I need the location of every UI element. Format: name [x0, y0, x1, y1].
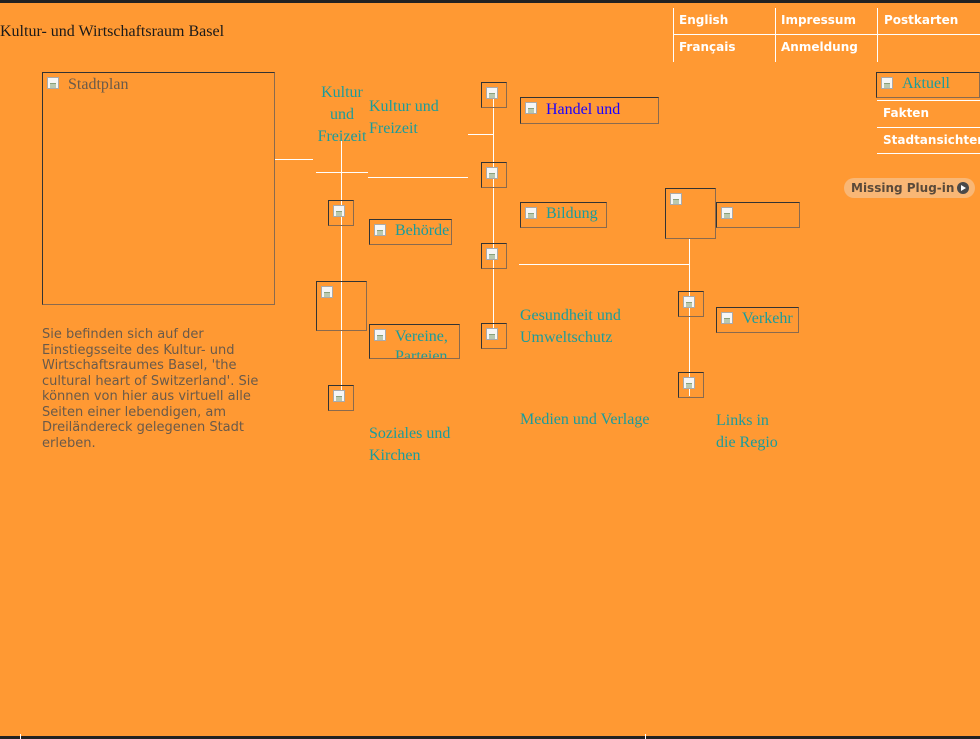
nav-divider-horizontal — [877, 153, 980, 154]
city-map-label: Stadtplan — [68, 76, 129, 93]
broken-image-icon — [374, 224, 386, 236]
connector-line — [316, 172, 368, 173]
connector-line — [368, 177, 468, 178]
nav-image[interactable] — [665, 188, 716, 239]
link-vereine-parteien[interactable]: Vereine, Parteien — [369, 324, 460, 359]
link-fakten[interactable]: Fakten — [883, 106, 929, 120]
link-soziales-kirchen[interactable]: Soziales und Kirchen — [369, 425, 451, 464]
link-handel[interactable]: Handel und — [520, 97, 659, 124]
broken-image-icon — [721, 312, 733, 324]
nav-divider-horizontal — [877, 100, 980, 101]
link-medien-verlage[interactable]: Medien und Verlage — [520, 411, 650, 428]
link-bildung[interactable]: Bildung — [520, 202, 607, 228]
nav-link-impressum[interactable]: Impressum — [781, 13, 856, 27]
nav-image[interactable] — [716, 202, 800, 228]
link-stadtansichten[interactable]: Stadtansichten — [883, 133, 980, 147]
nav-image[interactable] — [481, 323, 507, 349]
link-aktuell-label: Aktuell — [902, 75, 950, 92]
link-gesundheit-umweltschutz[interactable]: Gesundheit und Umweltschutz — [520, 307, 621, 346]
city-map-image[interactable]: Stadtplan — [42, 72, 275, 305]
link-regio[interactable]: Links in die Regio — [716, 412, 778, 451]
broken-image-icon — [486, 328, 498, 340]
broken-image-icon — [721, 207, 733, 219]
link-verkehr[interactable]: Verkehr — [716, 307, 799, 333]
broken-image-icon — [486, 167, 498, 179]
broken-image-icon — [683, 296, 695, 308]
nav-image[interactable] — [678, 372, 704, 398]
link-handel-label: Handel und — [546, 101, 621, 118]
nav-image[interactable] — [678, 291, 704, 317]
link-vereine-label: Vereine, Parteien — [395, 328, 448, 358]
site-title: Kultur- und Wirtschaftsraum Basel — [0, 23, 225, 40]
connector-line — [689, 238, 690, 396]
nav-link-francais[interactable]: Français — [679, 40, 736, 54]
missing-plugin-button[interactable]: Missing Plug-in — [844, 178, 975, 198]
broken-image-icon — [374, 329, 386, 341]
nav-image[interactable] — [328, 200, 354, 226]
kultur-freizeit-alt-text[interactable]: Kultur und Freizeit — [317, 84, 367, 145]
frame-tick — [645, 734, 646, 739]
broken-image-icon — [333, 205, 345, 217]
frame-tick — [20, 734, 21, 739]
connector-line — [341, 140, 342, 402]
nav-divider-horizontal — [877, 127, 980, 128]
broken-image-icon — [321, 286, 333, 298]
broken-image-icon — [525, 102, 537, 114]
missing-plugin-label: Missing Plug-in — [851, 181, 955, 195]
broken-image-icon — [333, 390, 345, 402]
link-kultur-freizeit[interactable]: Kultur und Freizeit — [369, 98, 439, 137]
broken-image-icon — [47, 77, 59, 89]
broken-image-icon — [670, 193, 682, 205]
nav-link-postkarten[interactable]: Postkarten — [884, 13, 959, 27]
nav-divider — [775, 8, 776, 62]
nav-link-anmeldung[interactable]: Anmeldung — [781, 40, 858, 54]
connector-line — [275, 159, 313, 160]
link-bildung-label: Bildung — [546, 205, 598, 222]
nav-image[interactable] — [481, 162, 507, 188]
nav-image[interactable] — [481, 82, 507, 108]
connector-line — [519, 264, 690, 265]
broken-image-icon — [881, 77, 893, 89]
nav-divider — [877, 8, 878, 62]
nav-divider — [673, 8, 674, 62]
window-bottom-border — [0, 734, 980, 739]
broken-image-icon — [525, 207, 537, 219]
arrow-circle-icon — [957, 182, 969, 194]
link-behoerden-label: Behörden — [395, 222, 450, 239]
connector-line — [493, 95, 494, 335]
connector-line — [468, 134, 493, 135]
link-verkehr-label: Verkehr — [742, 310, 793, 327]
nav-image[interactable] — [481, 243, 507, 269]
nav-divider-horizontal — [673, 34, 980, 35]
broken-image-icon — [683, 377, 695, 389]
link-aktuell[interactable]: Aktuell — [876, 72, 980, 98]
nav-image[interactable] — [328, 385, 354, 411]
nav-image[interactable] — [316, 281, 367, 331]
link-behoerden[interactable]: Behörden — [369, 219, 452, 245]
nav-link-english[interactable]: English — [679, 13, 729, 27]
intro-text: Sie befinden sich auf der Einstiegsseite… — [42, 327, 259, 451]
broken-image-icon — [486, 248, 498, 260]
broken-image-icon — [486, 87, 498, 99]
window-top-border — [0, 0, 980, 3]
